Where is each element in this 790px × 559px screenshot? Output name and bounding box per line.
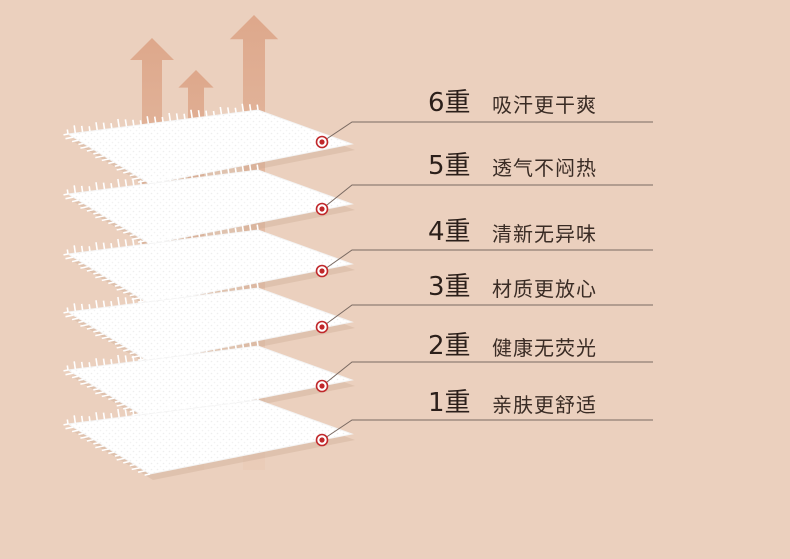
layer-benefit-2: 健康无荧光: [492, 333, 597, 363]
layer-benefit-5: 透气不闷热: [492, 153, 597, 183]
layer-benefit-3: 材质更放心: [492, 274, 597, 304]
leader-line: [322, 250, 653, 271]
layer-benefit-1: 亲肤更舒适: [492, 390, 597, 420]
marker-dot-icon: [317, 137, 328, 148]
layer-label-6: 6重: [428, 88, 471, 118]
leader-line: [322, 305, 653, 327]
layer-label-4: 4重: [428, 217, 471, 247]
layer-benefit-4: 清新无异味: [492, 219, 597, 249]
layer-label-2: 2重: [428, 331, 471, 361]
layer-label-1: 1重: [428, 388, 471, 418]
fabric-sheet: [64, 394, 356, 480]
marker-dot-icon: [317, 435, 328, 446]
layer-benefit-6: 吸汗更干爽: [492, 90, 597, 120]
marker-dot-icon: [317, 322, 328, 333]
fabric-sheets: [64, 104, 356, 480]
leader-line: [322, 185, 653, 209]
leader-line: [322, 420, 653, 440]
layer-label-3: 3重: [428, 272, 471, 302]
layer-label-5: 5重: [428, 151, 471, 181]
marker-dot-icon: [317, 266, 328, 277]
marker-dot-icon: [317, 381, 328, 392]
leader-line: [322, 122, 653, 142]
leader-line: [322, 362, 653, 386]
leader-lines: [317, 122, 654, 446]
marker-dot-icon: [317, 204, 328, 215]
